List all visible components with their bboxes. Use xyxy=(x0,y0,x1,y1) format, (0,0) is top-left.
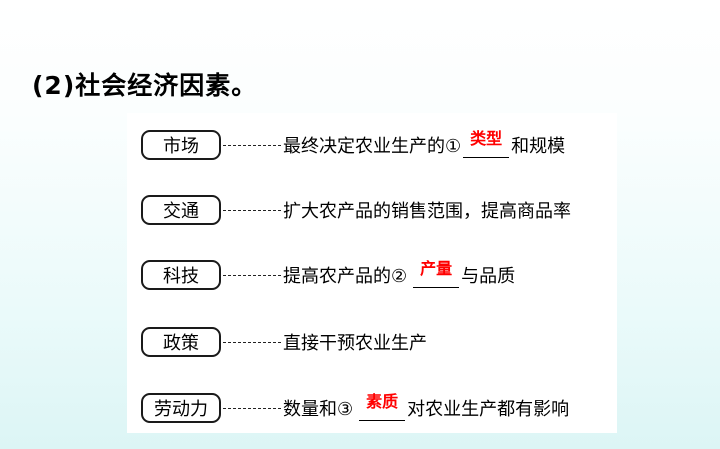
description-text-end: 对农业生产都有影响 xyxy=(407,399,570,420)
dashed-connector xyxy=(223,274,281,276)
answer-text: 产量 xyxy=(420,259,453,278)
section-heading: (2)社会经济因素。 xyxy=(32,71,258,100)
answer-text: 类型 xyxy=(470,129,503,148)
factor-box-policy: 政策 xyxy=(141,327,221,357)
answer-text: 素质 xyxy=(366,392,399,411)
factor-row-policy: 政策 直接干预农业生产 xyxy=(141,325,427,359)
factor-row-technology: 科技 提高农产品的② 产量 与品质 xyxy=(141,258,515,292)
fill-in-blank: 素质 xyxy=(359,392,406,421)
description-text: 直接干预农业生产 xyxy=(283,333,427,354)
factor-description: 数量和③ 素质 对农业生产都有影响 xyxy=(283,392,570,421)
description-text-end: 与品质 xyxy=(461,266,516,287)
dashed-connector xyxy=(223,407,281,409)
factor-row-labor: 劳动力 数量和③ 素质 对农业生产都有影响 xyxy=(141,391,569,425)
dashed-connector xyxy=(223,341,281,343)
factor-row-transport: 交通 扩大农产品的销售范围，提高商品率 xyxy=(141,193,571,227)
description-text: 数量和③ xyxy=(283,399,354,420)
factor-box-transport: 交通 xyxy=(141,195,221,225)
factor-description: 提高农产品的② 产量 与品质 xyxy=(283,259,516,288)
description-text: 扩大农产品的销售范围，提高商品率 xyxy=(283,201,571,222)
dashed-connector xyxy=(223,209,281,211)
factor-description: 直接干预农业生产 xyxy=(283,329,427,355)
factor-row-market: 市场 最终决定农业生产的① 类型 和规模 xyxy=(141,128,565,162)
description-text: 提高农产品的② xyxy=(283,266,408,287)
factor-description: 扩大农产品的销售范围，提高商品率 xyxy=(283,197,571,223)
description-text: 最终决定农业生产的① xyxy=(283,136,462,157)
factor-description: 最终决定农业生产的① 类型 和规模 xyxy=(283,129,566,158)
factor-box-technology: 科技 xyxy=(141,260,221,290)
fill-in-blank: 类型 xyxy=(463,129,510,158)
description-text-end: 和规模 xyxy=(511,136,566,157)
factor-box-labor: 劳动力 xyxy=(141,393,221,423)
dashed-connector xyxy=(223,144,281,146)
factor-panel: 市场 最终决定农业生产的① 类型 和规模 交通 扩大农产品的销售范围，提高商品率… xyxy=(127,113,617,433)
factor-box-market: 市场 xyxy=(141,130,221,160)
fill-in-blank: 产量 xyxy=(413,259,460,288)
